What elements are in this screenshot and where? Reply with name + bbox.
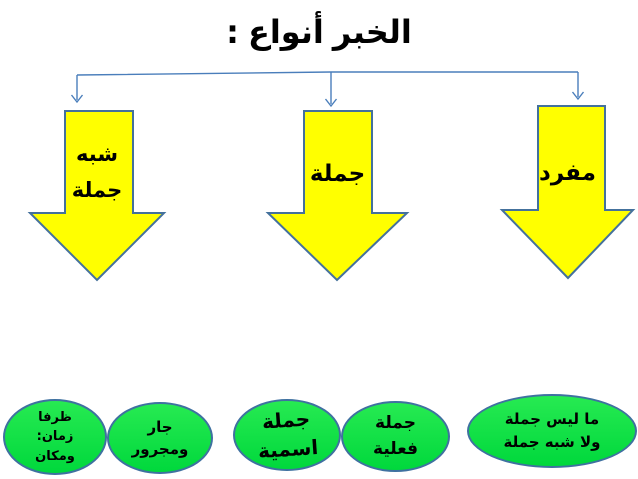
ellipse-label-line: ومكان [35,448,75,464]
arrow-label-line: مفرد [539,160,596,186]
connector-arrowhead-right-icon [571,91,585,101]
ellipse-jumla-ismiyya: جملة اسمية [233,399,341,471]
ellipse-label-line: ومجرور [131,440,189,458]
connector-bracket [70,71,585,108]
ellipse-label-line: جار [147,417,173,436]
ellipse-label-line: ظرفا [38,409,72,425]
arrow-label-line: جملة [309,161,366,187]
ellipse-label-line: جملة [375,413,416,433]
connector-arrowhead-left-icon [70,94,84,104]
down-arrow-jumla [265,110,410,282]
arrow-label-jumla: جملة [268,161,407,187]
ellipse-label-line: جملة [261,406,311,434]
ellipse-label-line: اسمية [257,434,319,464]
arrow-label-line: شبه [76,142,118,166]
arrow-label-line: جملة [71,178,123,203]
ellipse-jar-wa-majrur: جار ومجرور [107,402,213,474]
connector-line [76,71,578,76]
ellipse-jumla-filiyya: جملة فعلية [341,401,450,472]
ellipse-zarf-zaman-wa-makan: ظرفا زمان: ومكان [3,399,107,475]
connector-arrowhead-middle-icon [324,98,338,108]
ellipse-ma-laysa-jumla: ما ليس جملة ولا شبه جملة [467,394,637,468]
down-arrow-mufrad [499,105,636,280]
title-word: الخبر [332,13,412,51]
ellipse-label-line: زمان: [36,429,74,445]
ellipse-label-line: فعلية [373,438,418,459]
arrow-label-mufrad: مفرد [502,160,633,186]
ellipse-label-line: ولا شبه جملة [503,433,601,451]
arrow-label-shibh-jumla: شبه جملة [30,136,164,208]
ellipse-label-line: ما ليس جملة [504,409,600,428]
down-arrow-shibh-jumla [27,110,167,282]
title-word: : [226,13,239,51]
ellipse-label-group: جملة اسمية [255,404,319,466]
title-word: أنواع [247,13,324,51]
